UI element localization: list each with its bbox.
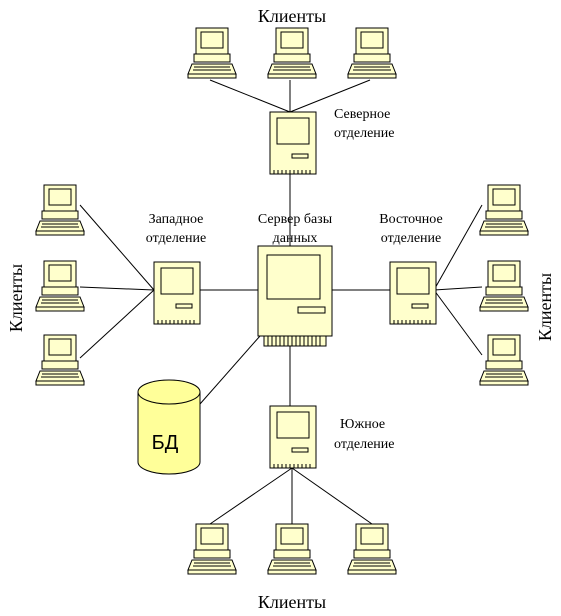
- clients-top-label: Клиенты: [258, 6, 326, 26]
- client-computer-bottom-1: [187, 523, 237, 575]
- connections: [79, 79, 483, 525]
- south-office-label-line2: отделение: [334, 437, 394, 452]
- north-office-label-line2: отделение: [334, 126, 394, 141]
- client-computer-right-3: [479, 334, 529, 386]
- database-server: [257, 245, 333, 347]
- clients-right-label: Клиенты: [535, 273, 555, 341]
- client-computer-top-2: [267, 27, 317, 79]
- north-office-computer: [269, 111, 317, 175]
- south-office-computer: [269, 405, 317, 469]
- client-computer-left-1: [35, 184, 85, 236]
- west-office-label-line1: Западное: [149, 212, 204, 227]
- north-office-label-line1: Северное: [334, 107, 390, 122]
- db-server-label-line2: данных: [273, 231, 318, 246]
- clients-bottom-label: Клиенты: [258, 592, 326, 612]
- clients-left-label: Клиенты: [6, 264, 26, 332]
- client-computer-bottom-3: [347, 523, 397, 575]
- west-office-label-line2: отделение: [146, 231, 206, 246]
- client-computer-right-1: [479, 184, 529, 236]
- client-computer-top-1: [187, 27, 237, 79]
- east-office-label-line2: отделение: [381, 231, 441, 246]
- client-computer-left-3: [35, 334, 85, 386]
- client-computer-left-2: [35, 260, 85, 312]
- database-cylinder-icon: [137, 379, 201, 475]
- client-computer-bottom-2: [267, 523, 317, 575]
- database-label: БД: [152, 432, 179, 454]
- south-office-label-line1: Южное: [340, 417, 385, 432]
- client-computer-top-3: [347, 27, 397, 79]
- db-server-label-line1: Сервер базы: [258, 212, 333, 227]
- west-office-computer: [153, 261, 201, 325]
- east-office-computer: [389, 261, 437, 325]
- east-office-label-line1: Восточное: [379, 212, 442, 227]
- client-computer-right-2: [479, 260, 529, 312]
